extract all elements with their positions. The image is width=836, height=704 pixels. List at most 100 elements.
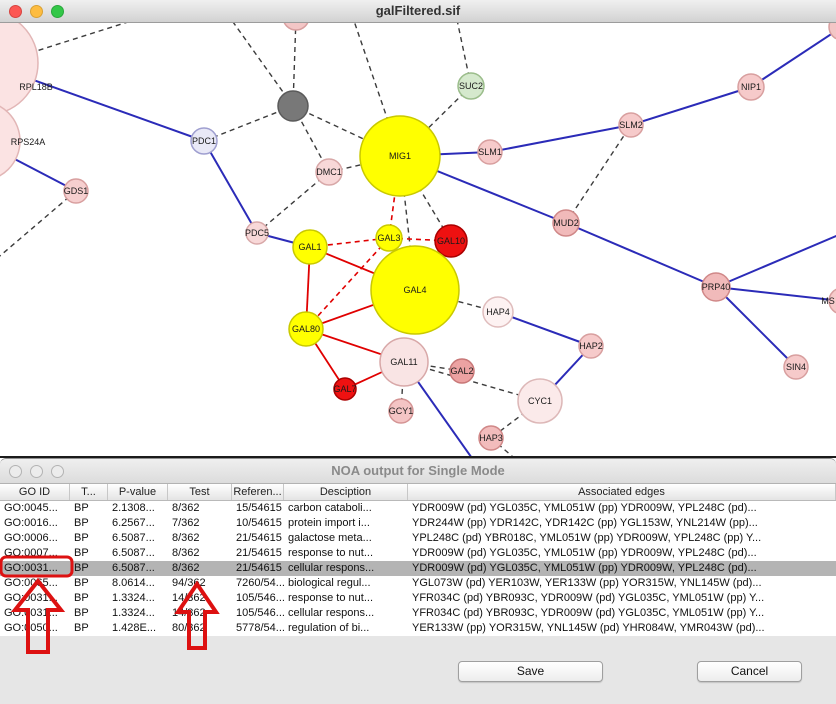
table-cell: GO:0031... [4,607,58,619]
edge-GDS1-x[interactable] [0,190,77,261]
node-rpl18b[interactable] [0,23,39,115]
node-sin4[interactable] [783,354,809,380]
edge-MUD2-SLM2[interactable] [565,124,632,224]
edge-SLM1-SLM2[interactable] [489,124,632,153]
node-label-gal1: GAL1 [298,242,321,252]
node-label-slm1: SLM1 [478,147,502,157]
node-mud2[interactable] [552,209,580,237]
node-gal80[interactable] [288,311,324,347]
node-gds1[interactable] [63,178,89,204]
column-header-referen[interactable]: Referen... [232,484,284,500]
node-slm2[interactable] [618,112,644,138]
node-gal3[interactable] [375,224,403,252]
node-hap2[interactable] [578,333,604,359]
edge-GAL3-MIG1[interactable] [388,155,401,239]
node-ms1[interactable] [828,288,836,314]
column-header-associated-edges[interactable]: Associated edges [408,484,836,500]
node-rps24a[interactable] [0,101,21,181]
close-button-icon[interactable] [9,4,22,18]
node-label-gal2: GAL2 [450,366,473,376]
table-cell: galactose meta... [288,532,372,544]
node-gal2[interactable] [449,358,475,384]
node-tr1[interactable] [828,23,836,40]
column-header-t[interactable]: T... [70,484,108,500]
node-gray1[interactable] [277,90,309,122]
node-gal1[interactable] [292,229,328,265]
edge-SLM2-NIP1[interactable] [630,86,752,126]
node-mig1[interactable] [359,115,441,197]
node-gal10[interactable] [434,224,468,258]
table-cell: 1.428E... [112,622,157,634]
edge-NIP1-TR1[interactable] [750,27,836,88]
edge-x-x[interactable] [29,23,150,54]
edge-HAP4-HAP2[interactable] [497,311,592,347]
table-cell: YDR009W (pd) YGL035C, YML051W (pp) YDR00… [412,562,757,574]
column-header-p-value[interactable]: P-value [108,484,168,500]
zoom-button-icon[interactable] [51,4,64,18]
node-hap3[interactable] [478,425,504,451]
node-hap4[interactable] [482,296,514,328]
zoom-button-icon[interactable] [51,464,64,478]
edge-PDC1-PDC5[interactable] [203,140,258,234]
table-cell: BP [74,532,89,544]
edge-DMC1-PDC5[interactable] [256,171,330,234]
network-graph[interactable]: RPL18BRPS24AGDS1PDC1DMC1MIG1SUC2SLM1SLM2… [0,23,836,456]
node-label-rpl18b: RPL18B [19,82,53,92]
edge-GRAY1-MIG1[interactable] [292,105,401,157]
minimize-button-icon[interactable] [30,464,43,478]
edge-GRAY1-x[interactable] [228,23,294,107]
edge-GRAY1-TOP1[interactable] [292,23,297,107]
close-button-icon[interactable] [9,464,22,478]
node-gal4[interactable] [370,245,460,335]
table-cell: YGL073W (pd) YER103W, YER133W (pp) YOR31… [412,577,762,589]
network-window-title: galFiltered.sif [375,3,461,18]
node-top1[interactable] [283,23,309,31]
edge-MIG1-x[interactable] [352,23,401,157]
node-pdc1[interactable] [190,127,218,155]
node-pdc5[interactable] [245,221,269,245]
edge-MUD2-PRP40[interactable] [565,222,717,288]
column-header-go-id[interactable]: GO ID [0,484,70,500]
node-nip1[interactable] [737,73,765,101]
cancel-button[interactable]: Cancel [697,661,802,682]
node-gcy1[interactable] [388,398,414,424]
table-cell: 5778/54... [236,622,284,634]
table-cell: 8/362 [172,532,200,544]
edge-PRP40-MS1[interactable] [715,286,836,302]
edge-GAL11-CYC1[interactable] [403,361,541,402]
node-dmc1[interactable] [315,158,343,186]
edge-RPS24A-GDS1[interactable] [0,141,77,192]
node-gal11[interactable] [379,337,429,387]
edge-GAL80-GAL3[interactable] [305,237,390,330]
edge-PRP40-SIN4[interactable] [715,286,797,368]
save-button[interactable]: Save [458,661,603,682]
table-cell: BP [74,547,89,559]
table-cell: BP [74,622,89,634]
edge-PRP40-x[interactable] [715,231,836,288]
node-suc2[interactable] [457,72,485,100]
node-slm1[interactable] [477,139,503,165]
node-prp40[interactable] [701,272,731,302]
node-label-cyc1: CYC1 [528,396,552,406]
node-label-mud2: MUD2 [553,218,579,228]
node-gal7[interactable] [333,377,357,401]
column-header-desciption[interactable]: Desciption [284,484,408,500]
edge-HAP3-x[interactable] [490,437,520,456]
table-cell: 94/362 [172,577,206,589]
column-header-test[interactable]: Test [168,484,232,500]
node-label-gal10: GAL10 [437,236,465,246]
minimize-button-icon[interactable] [30,4,43,18]
edge-GRAY1-PDC1[interactable] [203,105,294,142]
node-cyc1[interactable] [517,378,563,424]
